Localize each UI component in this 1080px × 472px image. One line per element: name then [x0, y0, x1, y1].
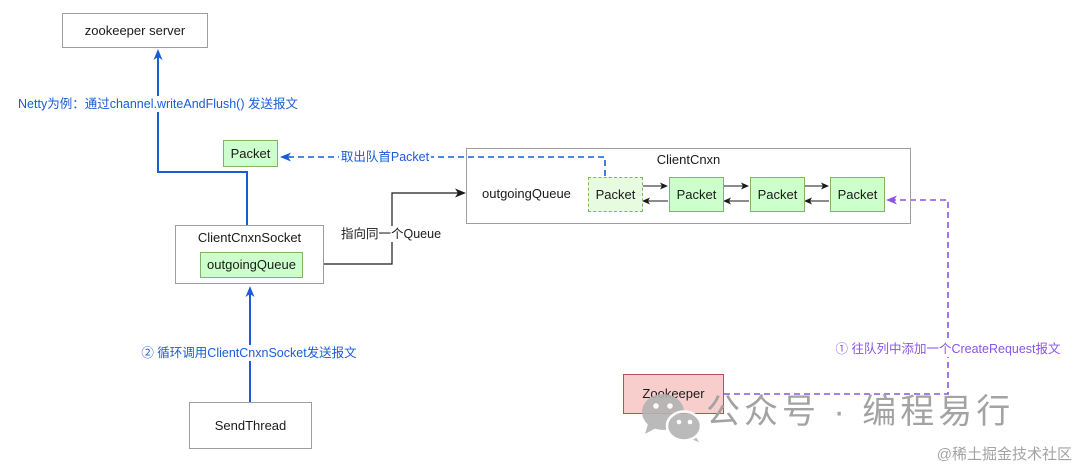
netty-write-line	[157, 57, 248, 225]
packet-link-2-forward-arrowhead	[741, 182, 749, 190]
packet-label: Packet	[757, 186, 798, 202]
packet-links	[642, 182, 829, 205]
take-queue-head-label: 取出队首Packet	[338, 149, 432, 165]
taken-packet-label: Packet	[230, 145, 271, 161]
netty-write-edge	[153, 49, 248, 225]
wechat-account-watermark: 公众号 · 编程易行	[706, 393, 1015, 431]
enqueue-request-arrowhead	[886, 195, 897, 205]
send-thread-label: SendThread	[214, 417, 287, 433]
queue-head-packet: Packet	[588, 177, 643, 212]
taken-packet-node: Packet	[223, 140, 278, 167]
client-cnxn-group: ClientCnxn outgoingQueue Packet Packet P…	[466, 148, 911, 224]
netty-write-arrowhead	[153, 49, 163, 60]
send-thread-node: SendThread	[189, 402, 312, 449]
client-cnxn-queue-label: outgoingQueue	[482, 186, 571, 201]
queue-packet: Packet	[669, 177, 724, 212]
packet-label: Packet	[595, 186, 636, 202]
packet-label: Packet	[837, 186, 878, 202]
packet-link-2-back-arrowhead	[723, 197, 731, 205]
queue-packet: Packet	[750, 177, 805, 212]
enqueue-request-edge	[724, 195, 949, 395]
client-cnxn-socket-title: ClientCnxnSocket	[197, 230, 302, 245]
wechat-icon	[642, 394, 703, 442]
packet-label: Packet	[676, 186, 717, 202]
juejin-watermark: @稀土掘金技术社区	[936, 446, 1072, 463]
queue-tail-packet: Packet	[830, 177, 885, 212]
take-queue-head-arrowhead	[280, 152, 291, 162]
client-cnxn-title: ClientCnxn	[656, 152, 721, 167]
same-queue-label: 指向同一个Queue	[338, 226, 444, 242]
socket-outgoing-queue-label: outgoingQueue	[207, 257, 296, 272]
packet-link-1-back-arrowhead	[642, 197, 650, 205]
enqueue-request-label: ① 往队列中添加一个CreateRequest报文	[833, 341, 1063, 357]
zookeeper-server-node: zookeeper server	[62, 13, 208, 48]
packet-link-1-forward-arrowhead	[660, 182, 668, 190]
enqueue-request-line	[724, 199, 949, 395]
loop-send-label: ② 循环调用ClientCnxnSocket发送报文	[139, 345, 359, 361]
client-cnxn-socket-group: ClientCnxnSocket outgoingQueue	[175, 225, 324, 284]
netty-write-label: Netty为例：通过channel.writeAndFlush() 发送报文	[16, 96, 300, 112]
zookeeper-server-label: zookeeper server	[84, 22, 186, 38]
socket-outgoing-queue-node: outgoingQueue	[200, 252, 303, 278]
packet-link-3-forward-arrowhead	[821, 182, 829, 190]
loop-send-arrowhead	[245, 286, 255, 297]
same-queue-arrowhead	[455, 188, 466, 198]
packet-link-3-back-arrowhead	[804, 197, 812, 205]
